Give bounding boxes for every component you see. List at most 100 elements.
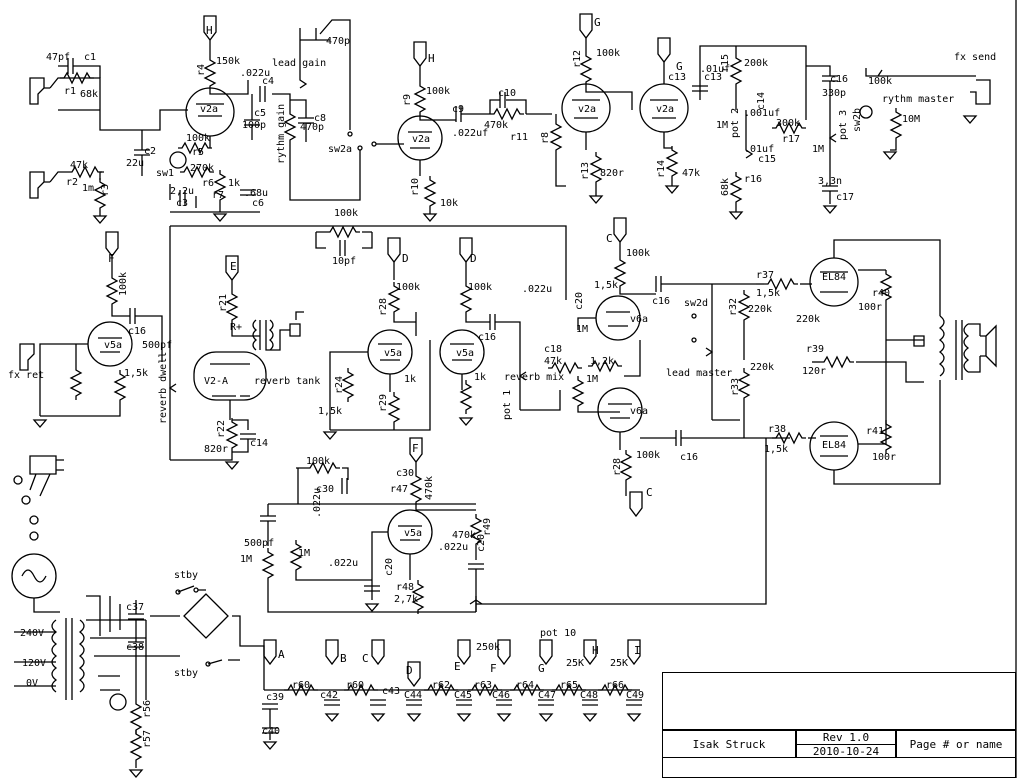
lead-master-pot[interactable] [705, 284, 714, 420]
label-r10: r10 [410, 178, 421, 196]
fuse-icon-2 [21, 495, 31, 505]
label-01uf-b: .01uf [744, 144, 774, 155]
tube-v6a-1-label: v6a [630, 314, 648, 325]
reverb-mix-pot[interactable] [518, 360, 527, 410]
label-1-5k-c: 1,5k [594, 280, 618, 291]
label-c16-fx: c16 [128, 326, 146, 337]
mains-plug-icon[interactable] [29, 455, 64, 497]
label-820r: 820r [600, 168, 624, 179]
label-pot-3[interactable]: pot 3 [838, 110, 849, 140]
label-2-2u: 2,2u [170, 186, 194, 197]
node-b: B [340, 652, 347, 665]
label-rythm-gain[interactable]: rythm gain [276, 104, 287, 164]
label-470p: 470p [300, 122, 324, 133]
label-reverb-tank[interactable]: reverb tank [254, 376, 320, 387]
title-block-author: Isak Struck [662, 730, 796, 758]
pot-3[interactable] [828, 110, 837, 170]
label-120r: 120r [802, 366, 826, 377]
input-jack-1-icon[interactable] [29, 77, 50, 105]
reverb-tank-jack-icon[interactable] [289, 311, 304, 337]
tone-stack-and-master: c16 330p pot 3 1M 3,3n c17 100k rythm ma… [806, 52, 996, 214]
label-c47: C47 [538, 690, 556, 701]
label-sw2b: sw2b [852, 108, 863, 132]
reverb-dwell-pot[interactable] [168, 226, 177, 460]
sw2a-common[interactable] [371, 141, 377, 147]
reverb-recovery-stage: 100k c30 F c30 470k r47 .022u v5a 470k .… [240, 437, 767, 615]
node-g-3: G [538, 662, 545, 675]
speaker-icon[interactable] [980, 324, 997, 368]
label-100k-d1: 100k [396, 282, 420, 293]
node-d-2: D [470, 252, 477, 265]
reverb-output-transformer-icon [252, 319, 274, 351]
v2a-second-stage: H 100k r9 v2a r10 10k c9 .022uf c10 470k… [397, 41, 552, 222]
label-r14: r14 [656, 160, 667, 178]
label-r47: r47 [390, 484, 408, 495]
label-100r-b: 100r [872, 452, 896, 463]
rythm-master-pot[interactable] [865, 68, 898, 77]
fx-send-jack-icon[interactable] [970, 79, 991, 105]
label-c46: C46 [492, 690, 510, 701]
sw2a-contact-1[interactable] [347, 131, 353, 137]
label-c49: C49 [626, 690, 644, 701]
label-pot-10[interactable]: pot 10 [540, 628, 576, 639]
label-r16: r16 [744, 174, 762, 185]
tube-el84-1-label: EL84 [822, 272, 846, 283]
label-pot-1[interactable]: pot 1 [502, 390, 513, 420]
sw2b-switch-icon[interactable] [859, 105, 873, 119]
label-stby-2: stby [174, 668, 198, 679]
label-820r-b: 820r [204, 444, 228, 455]
label-r33: r33 [730, 378, 741, 396]
standby-switch-contact-2[interactable] [193, 587, 199, 593]
label-220k-c: 220k [750, 362, 774, 373]
label-r21: r21 [218, 294, 229, 312]
lead-gain-pot[interactable] [299, 28, 330, 89]
label-120v: 120V [22, 658, 46, 669]
label-c4: c4 [262, 76, 274, 87]
bridge-rectifier-icon [183, 593, 229, 639]
label-lead-master[interactable]: lead master [666, 368, 732, 379]
sw2d-contact-1[interactable] [691, 313, 697, 319]
label-c48: C48 [580, 690, 598, 701]
label-1k-b: 1k [404, 374, 416, 385]
tube-v2a-4-label: v2a [656, 104, 674, 115]
label-c20-b: c20 [476, 534, 487, 552]
input-jack-2-icon[interactable] [29, 171, 50, 199]
label-r7: r7 [212, 190, 224, 201]
node-f-2: F [412, 442, 419, 455]
label-rythm-master[interactable]: rythm master [882, 94, 954, 105]
sw2a-contact-2[interactable] [357, 145, 363, 151]
label-200k: 200k [744, 58, 768, 69]
label-pot-2[interactable]: pot 2 [730, 108, 741, 138]
label-r28b: r28 [612, 458, 623, 476]
label-1-5k-e: 1,5k [764, 444, 788, 455]
label-500pf-b: 500pf [244, 538, 274, 549]
fx-ret-jack-icon[interactable] [19, 343, 35, 371]
label-1-2k: 1,2k [590, 356, 614, 367]
label-r-plus: R+ [230, 322, 242, 333]
label-1m-f: 1M [240, 554, 252, 565]
label-c10: c10 [498, 88, 516, 99]
label-c39: c39 [266, 692, 284, 703]
node-c-1: C [606, 232, 613, 245]
pot-2[interactable] [745, 110, 754, 159]
fuse-icon-4 [29, 531, 39, 541]
label-c40: c40 [262, 726, 280, 737]
label-fx-ret: fx ret [8, 370, 44, 381]
label-reverb-mix[interactable]: reverb mix [504, 372, 564, 383]
label-150k: 150k [216, 56, 240, 67]
sw2d-contact-2[interactable] [691, 337, 697, 343]
label-100k-r9: 100k [426, 86, 450, 97]
title-block-notes [662, 672, 1016, 730]
label-100p: 100p [242, 120, 266, 131]
label-r5: r5 [192, 147, 204, 158]
label-10m: 10M [902, 114, 920, 125]
label-reverb-dwell[interactable]: reverb dwell [158, 352, 169, 424]
tube-v5a-1-label: v5a [104, 340, 122, 351]
sw1-switch-icon[interactable] [169, 151, 187, 169]
label-r29: r29 [378, 394, 389, 412]
label-r62: r62 [432, 680, 450, 691]
heater-lamp-icon [109, 693, 127, 711]
standby-switch-contact-1[interactable] [175, 589, 181, 595]
label-sw2d: sw2d [684, 298, 708, 309]
label-100k-d2: 100k [468, 282, 492, 293]
